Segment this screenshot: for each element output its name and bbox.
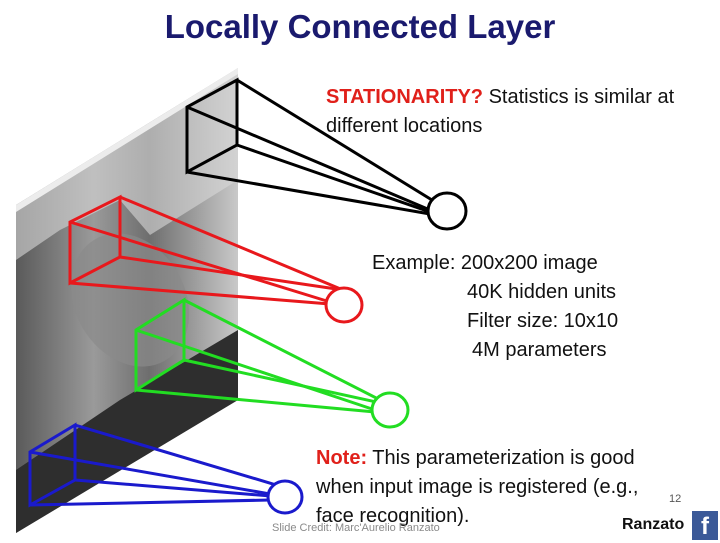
hidden-unit-red <box>324 286 364 324</box>
slide-title: Locally Connected Layer <box>164 8 556 45</box>
note-text: Note: This parameterization is good when… <box>316 444 638 531</box>
note-line3: face recognition). <box>316 505 470 527</box>
example-item-parameters: 4M parameters <box>472 339 607 361</box>
receptive-field-black <box>185 77 446 216</box>
page-number: 12 <box>669 493 682 505</box>
facebook-icon: f <box>692 511 718 540</box>
note-label: Note: <box>316 447 368 469</box>
stationarity-line1: Statistics is similar at <box>483 86 675 108</box>
stationarity-line2: different locations <box>326 115 483 137</box>
receptive-field-red <box>68 194 344 306</box>
hidden-unit-blue <box>266 479 304 515</box>
note-line2: when input image is registered (e.g., <box>316 476 639 498</box>
receptive-field-blue <box>28 422 284 508</box>
example-label: Example: 200x200 image <box>372 252 598 274</box>
hidden-unit-black <box>426 191 468 231</box>
stationarity-label: STATIONARITY? <box>326 86 484 108</box>
brand-label: Ranzato <box>622 516 685 533</box>
hidden-unit-green <box>370 391 410 429</box>
example-item-filter-size: Filter size: 10x10 <box>467 310 619 332</box>
example-item-hidden-units: 40K hidden units <box>467 281 617 303</box>
stationarity-text: STATIONARITY? Statistics is similar at d… <box>326 83 674 141</box>
slide-credit: Slide Credit: Marc'Aurelio Ranzato <box>272 522 440 534</box>
receptive-field-green <box>134 297 391 414</box>
note-line1: This parameterization is good <box>367 447 635 469</box>
